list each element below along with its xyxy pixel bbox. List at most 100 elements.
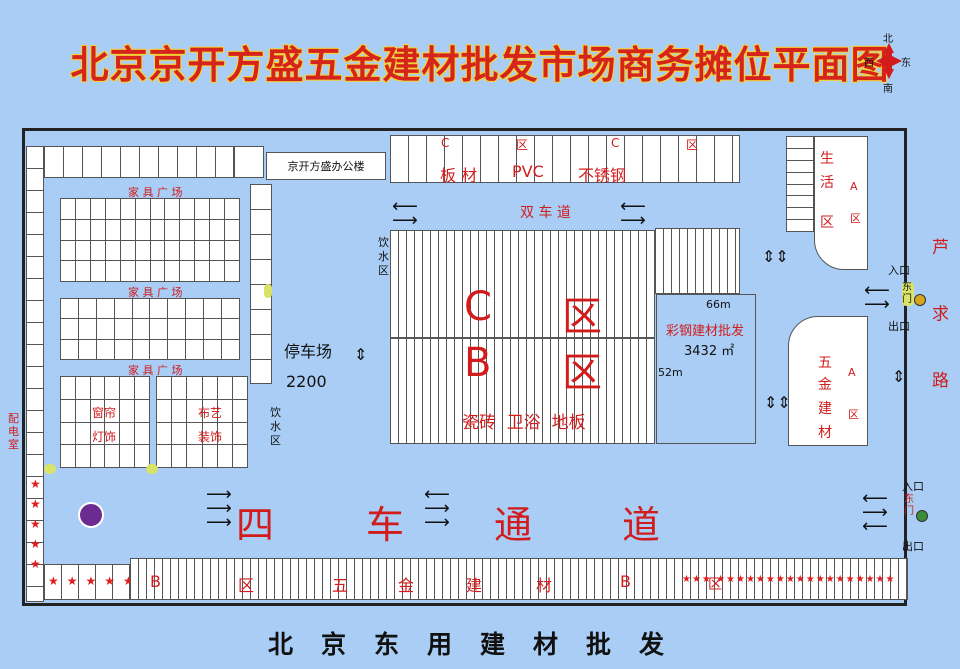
- living-zone-b: 活: [820, 175, 834, 191]
- bottom-row-stalls: [130, 558, 908, 600]
- tiles-label: 瓷砖 卫浴 地板: [462, 413, 586, 433]
- furniture-block-1: [60, 198, 240, 282]
- gate-bottom-marker-icon: [916, 510, 928, 522]
- hardware-a-jian: 建: [818, 401, 832, 417]
- c-zone-qu: 区: [562, 294, 602, 340]
- ring-road-dao: 道: [622, 503, 661, 547]
- compass-arrow-icon: [876, 43, 902, 79]
- bottom-row-b2: B: [620, 572, 631, 591]
- color-steel-width: 66m: [706, 298, 731, 311]
- color-steel-area: 3432 ㎡: [684, 344, 735, 359]
- office-building-label: 京开方盛办公楼: [287, 160, 365, 173]
- living-zone-stalls: [786, 136, 814, 232]
- c-zone-steel: 不锈钢: [578, 166, 627, 185]
- top-left-corner-stall: [234, 146, 264, 178]
- curtains-block: [60, 376, 150, 468]
- lane-arrows-parking: ⇕: [354, 345, 368, 364]
- hardware-a-wu: 五: [818, 355, 832, 371]
- furniture-block-2: [60, 298, 240, 360]
- parking-number: 2200: [286, 372, 327, 391]
- color-steel-depth: 52m: [658, 366, 683, 379]
- gate-top-out: 出口: [888, 320, 910, 333]
- c-zone-top-qu1: 区: [516, 138, 529, 152]
- gate-bottom-east: 东门: [904, 494, 914, 517]
- footer-label: 北京东用建材批发: [267, 630, 692, 659]
- compass-north: 北: [883, 34, 893, 45]
- middle-left-strip: [250, 184, 272, 384]
- bottom-row-right-stars: ★★★ ★★★★★★★★★★★★★★★★★★: [682, 574, 896, 585]
- bottom-row-cai: 材: [536, 576, 553, 595]
- gate-marker: [146, 464, 158, 474]
- living-zone-qu: 区: [850, 212, 861, 225]
- bottom-row-left-stalls: [44, 564, 130, 600]
- c-zone-top-c1: C: [441, 136, 450, 150]
- double-lane-label: 双 车 道: [520, 205, 571, 221]
- hardware-a-zone-block: [788, 316, 868, 446]
- gate-vertical-arrows: ⇕: [892, 367, 906, 386]
- fabric-label-a: 布艺: [198, 406, 223, 420]
- furniture-plaza-label-1: 家 具 广 场: [128, 186, 183, 199]
- drinking-water-label-center: 饮水区: [378, 236, 389, 277]
- roundabout-icon: [78, 502, 104, 528]
- gate-top-east: 东门: [902, 282, 914, 306]
- furniture-plaza-label-3: 家 具 广 场: [128, 364, 183, 377]
- c-zone-top-stalls: [390, 135, 740, 183]
- ring-road-tong: 通: [494, 503, 533, 547]
- furniture-plaza-label-2: 家 具 广 场: [128, 286, 183, 299]
- fabric-label-b: 装饰: [198, 430, 223, 444]
- ring-road-si: 四: [236, 503, 275, 547]
- double-lane-arrows-right: ⟵⟶: [620, 196, 646, 231]
- b-zone-qu: 区: [562, 350, 602, 396]
- lane-arrows-mid-bottom: ⇕⇕: [764, 393, 791, 412]
- fabric-block: [156, 376, 248, 468]
- gate-top-marker-icon: [914, 294, 926, 306]
- bottom-row-wu: 五: [332, 576, 349, 595]
- c-zone-stalls: [390, 230, 655, 338]
- drinking-water-label-left: 饮水区: [270, 406, 281, 447]
- bottom-row-jin: 金: [398, 576, 415, 595]
- compass-south: 南: [883, 84, 893, 95]
- bottom-row-jian: 建: [466, 576, 483, 595]
- bottom-row-qu1: 区: [238, 576, 255, 595]
- color-steel-hall: [656, 294, 756, 444]
- gate-bottom-arrows: ⟵⟶⟵: [862, 488, 888, 537]
- gate-bottom-in: 入口: [902, 480, 924, 493]
- b-zone-letter: B: [464, 340, 492, 386]
- left-column-stars: ★★★★★: [30, 477, 41, 571]
- gate-marker: [44, 464, 56, 474]
- power-room-label: 配电室: [8, 412, 19, 451]
- hardware-a-jin: 金: [818, 377, 832, 393]
- bottom-row-qu2: 区: [708, 577, 722, 593]
- compass: 北 西 东 南: [864, 30, 911, 95]
- c-zone-pvc: PVC: [512, 162, 544, 181]
- living-zone-c: 区: [820, 215, 834, 231]
- parking-label: 停车场: [284, 342, 333, 361]
- east-hall-top-stalls: [655, 228, 740, 294]
- gate-top-arrows: ⟵⟶: [864, 280, 890, 315]
- gate-top-in: 入口: [888, 264, 910, 277]
- gate-marker: [264, 284, 272, 298]
- top-left-stalls: [44, 146, 234, 178]
- hardware-a-A: A: [848, 366, 856, 379]
- page-title: 北京京开方盛五金建材批发市场商务摊位平面图: [70, 43, 890, 87]
- compass-east: 东: [901, 58, 911, 69]
- gate-bottom-out: 出口: [902, 540, 924, 553]
- c-zone-boards: 板 材: [440, 166, 478, 185]
- curtains-label-a: 窗帘: [92, 406, 117, 420]
- compass-west: 西: [864, 58, 874, 69]
- living-zone-A: A: [850, 180, 858, 193]
- living-zone-a: 生: [820, 151, 834, 167]
- bottom-row-left-stars: ★★★★★: [48, 574, 142, 588]
- c-zone-top-qu2: 区: [686, 138, 699, 152]
- color-steel-label: 彩钢建材批发: [666, 324, 745, 339]
- bottom-row-b1: B: [150, 572, 161, 591]
- ring-road-che: 车: [366, 503, 405, 547]
- ring-road-arrows-1: ⟶⟶⟶: [206, 484, 232, 533]
- double-lane-arrows-left: ⟵⟶: [392, 196, 418, 231]
- left-column-stalls: [26, 146, 44, 602]
- living-zone-block: [814, 136, 868, 270]
- hardware-a-qu: 区: [848, 408, 859, 421]
- market-boundary: [22, 128, 907, 606]
- office-building: 京开方盛办公楼: [266, 152, 386, 180]
- curtains-label-b: 灯饰: [92, 430, 117, 444]
